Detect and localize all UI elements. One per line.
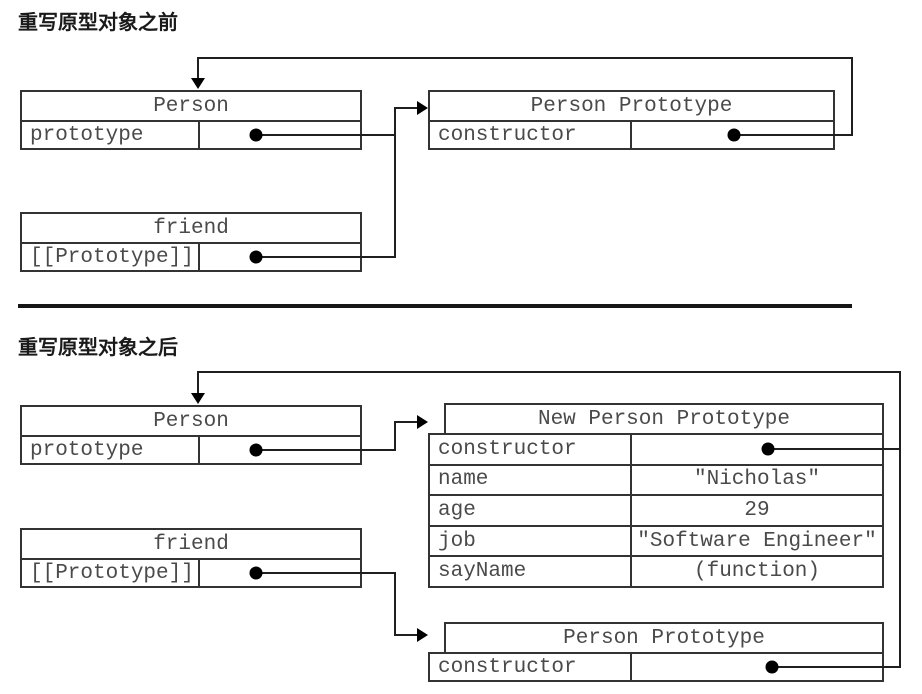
person-prototype-box-before: Person Prototype constructor (428, 90, 835, 150)
person-box-after: Person prototype (20, 405, 362, 465)
property-row: [[Prototype]] (22, 560, 360, 586)
property-value: "Nicholas" (693, 468, 821, 492)
box-title: Person Prototype (430, 92, 833, 122)
property-row: name "Nicholas" (430, 463, 882, 495)
section-divider (18, 304, 852, 308)
arrow-down-into-person-before-icon (191, 78, 205, 89)
property-row: job "Software Engineer" (430, 524, 882, 556)
arrow-right-into-personproto-before-icon (417, 101, 428, 115)
property-name: constructor (430, 435, 632, 464)
person-box-before: Person prototype (20, 90, 362, 150)
property-value: 29 (744, 498, 770, 522)
pointer-value-cell (632, 122, 833, 148)
property-value: "Software Engineer" (637, 529, 877, 553)
property-name: constructor (430, 654, 632, 680)
pointer-value-cell (200, 122, 360, 148)
new-person-prototype-box: constructor name "Nicholas" age 29 job "… (428, 433, 884, 588)
property-row: constructor (430, 122, 833, 148)
pointer-value-cell (632, 435, 882, 464)
property-name: [[Prototype]] (22, 244, 200, 270)
property-row: prototype (22, 122, 360, 148)
box-title: Person (22, 92, 360, 122)
property-name: job (430, 526, 632, 556)
new-person-prototype-title: New Person Prototype (444, 403, 884, 433)
friend-box-before: friend [[Prototype]] (20, 212, 362, 272)
property-name: [[Prototype]] (22, 560, 200, 586)
person-prototype-box-after: constructor (428, 652, 884, 682)
property-value: (function) (693, 560, 821, 584)
box-title: Person (22, 407, 360, 437)
person-prototype-title-after: Person Prototype (444, 622, 884, 652)
property-name: prototype (22, 122, 200, 148)
friend-box-after: friend [[Prototype]] (20, 528, 362, 588)
property-row: constructor (430, 654, 882, 680)
property-name: prototype (22, 437, 200, 463)
property-row: constructor (430, 435, 882, 464)
property-row: age 29 (430, 494, 882, 525)
property-row: sayName (function) (430, 555, 882, 586)
section-title-after: 重写原型对象之后 (18, 335, 178, 359)
box-title: friend (22, 214, 360, 244)
property-name: constructor (430, 122, 632, 148)
pointer-value-cell (632, 654, 882, 680)
property-name: name (430, 465, 632, 495)
property-name: age (430, 496, 632, 525)
arrow-down-into-person-after-icon (191, 393, 205, 404)
arrow-right-into-newproto-icon (417, 415, 428, 429)
pointer-value-cell (200, 437, 360, 463)
pointer-value-cell (200, 560, 360, 586)
property-row: prototype (22, 437, 360, 463)
section-title-before: 重写原型对象之前 (18, 10, 178, 34)
box-title: friend (22, 530, 360, 560)
pointer-value-cell (200, 244, 360, 270)
property-name: sayName (430, 557, 632, 586)
arrow-right-into-personproto-after-icon (417, 628, 428, 642)
property-row: [[Prototype]] (22, 244, 360, 270)
